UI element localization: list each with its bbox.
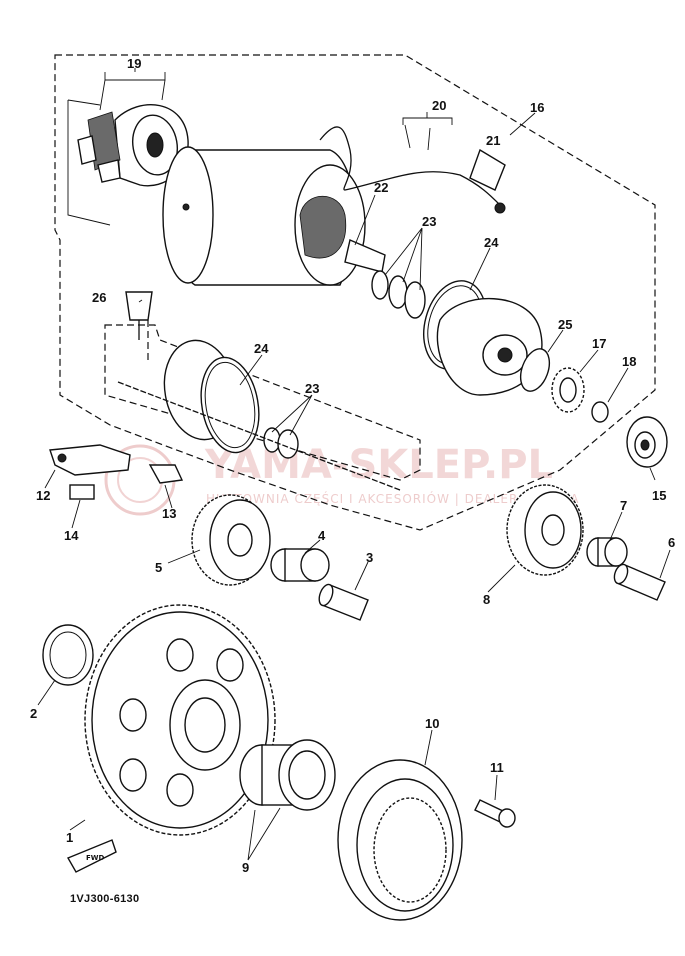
callout-19: 19 <box>127 56 141 71</box>
callout-23-lower: 23 <box>305 381 319 396</box>
callout-4: 4 <box>318 528 326 543</box>
lead-wire <box>319 126 506 214</box>
brush-holder-plate <box>77 104 189 187</box>
callout-23-upper: 23 <box>422 214 436 229</box>
part-code: 1VJ300-6130 <box>70 893 139 905</box>
idle-gear-5 <box>191 494 271 586</box>
brush-set <box>49 444 184 500</box>
callout-24-upper: 24 <box>484 235 499 250</box>
callout-26: 26 <box>92 290 106 305</box>
starter-motor-yoke <box>162 146 386 286</box>
watermark-main: YAMA-SKLEP.PL <box>204 442 553 488</box>
washer-2 <box>42 624 94 686</box>
circlip-18 <box>591 401 609 423</box>
callout-12: 12 <box>36 488 50 503</box>
callout-17: 17 <box>592 336 606 351</box>
lower-assembly <box>117 291 401 491</box>
bracket-lines <box>67 99 111 226</box>
bolt-11 <box>474 799 516 828</box>
callout-25: 25 <box>558 317 572 332</box>
starter-wheel-gear-1 <box>84 604 276 836</box>
callout-7: 7 <box>620 498 627 513</box>
callout-10: 10 <box>425 716 439 731</box>
idle-gear-8 <box>506 484 584 576</box>
callout-2: 2 <box>30 706 37 721</box>
leader-lines <box>37 68 671 861</box>
one-way-clutch-9 <box>239 739 336 811</box>
callout-14: 14 <box>64 528 79 543</box>
callout-1: 1 <box>66 830 73 845</box>
callout-24-lower: 24 <box>254 341 269 356</box>
shaft-3 <box>318 583 369 621</box>
shaft-6 <box>613 563 666 601</box>
callout-15: 15 <box>652 488 666 503</box>
callout-16: 16 <box>530 100 544 115</box>
starter-clutch-10 <box>337 759 463 921</box>
callout-6: 6 <box>668 535 675 550</box>
callout-22: 22 <box>374 180 388 195</box>
forward-arrow-icon: FWD <box>66 839 117 873</box>
starter-motor-assembly-outline <box>54 54 656 531</box>
forward-label: FWD <box>86 854 105 862</box>
needle-bearing-7 <box>586 537 628 567</box>
callout-21: 21 <box>486 133 500 148</box>
pinion-gear <box>551 367 585 413</box>
watermark-sub: HURTOWNIA CZĘŚCI I AKCESORIÓW | DEALER Y… <box>206 491 580 506</box>
callouts: 19 20 21 16 22 23 24 25 17 18 15 26 24 2… <box>30 56 675 875</box>
watermark: YAMA-SKLEP.PL HURTOWNIA CZĘŚCI I AKCESOR… <box>104 442 580 516</box>
o-ring-25 <box>519 348 551 392</box>
callout-8: 8 <box>483 592 490 607</box>
callout-9: 9 <box>242 860 249 875</box>
callout-5: 5 <box>155 560 162 575</box>
callout-11: 11 <box>490 760 504 775</box>
callout-13: 13 <box>162 506 176 521</box>
bearing-15 <box>626 416 668 468</box>
washers-upper <box>371 270 426 319</box>
callout-3: 3 <box>366 550 373 565</box>
callout-20: 20 <box>432 98 446 113</box>
callout-18: 18 <box>622 354 636 369</box>
needle-bearing-4 <box>270 548 330 582</box>
